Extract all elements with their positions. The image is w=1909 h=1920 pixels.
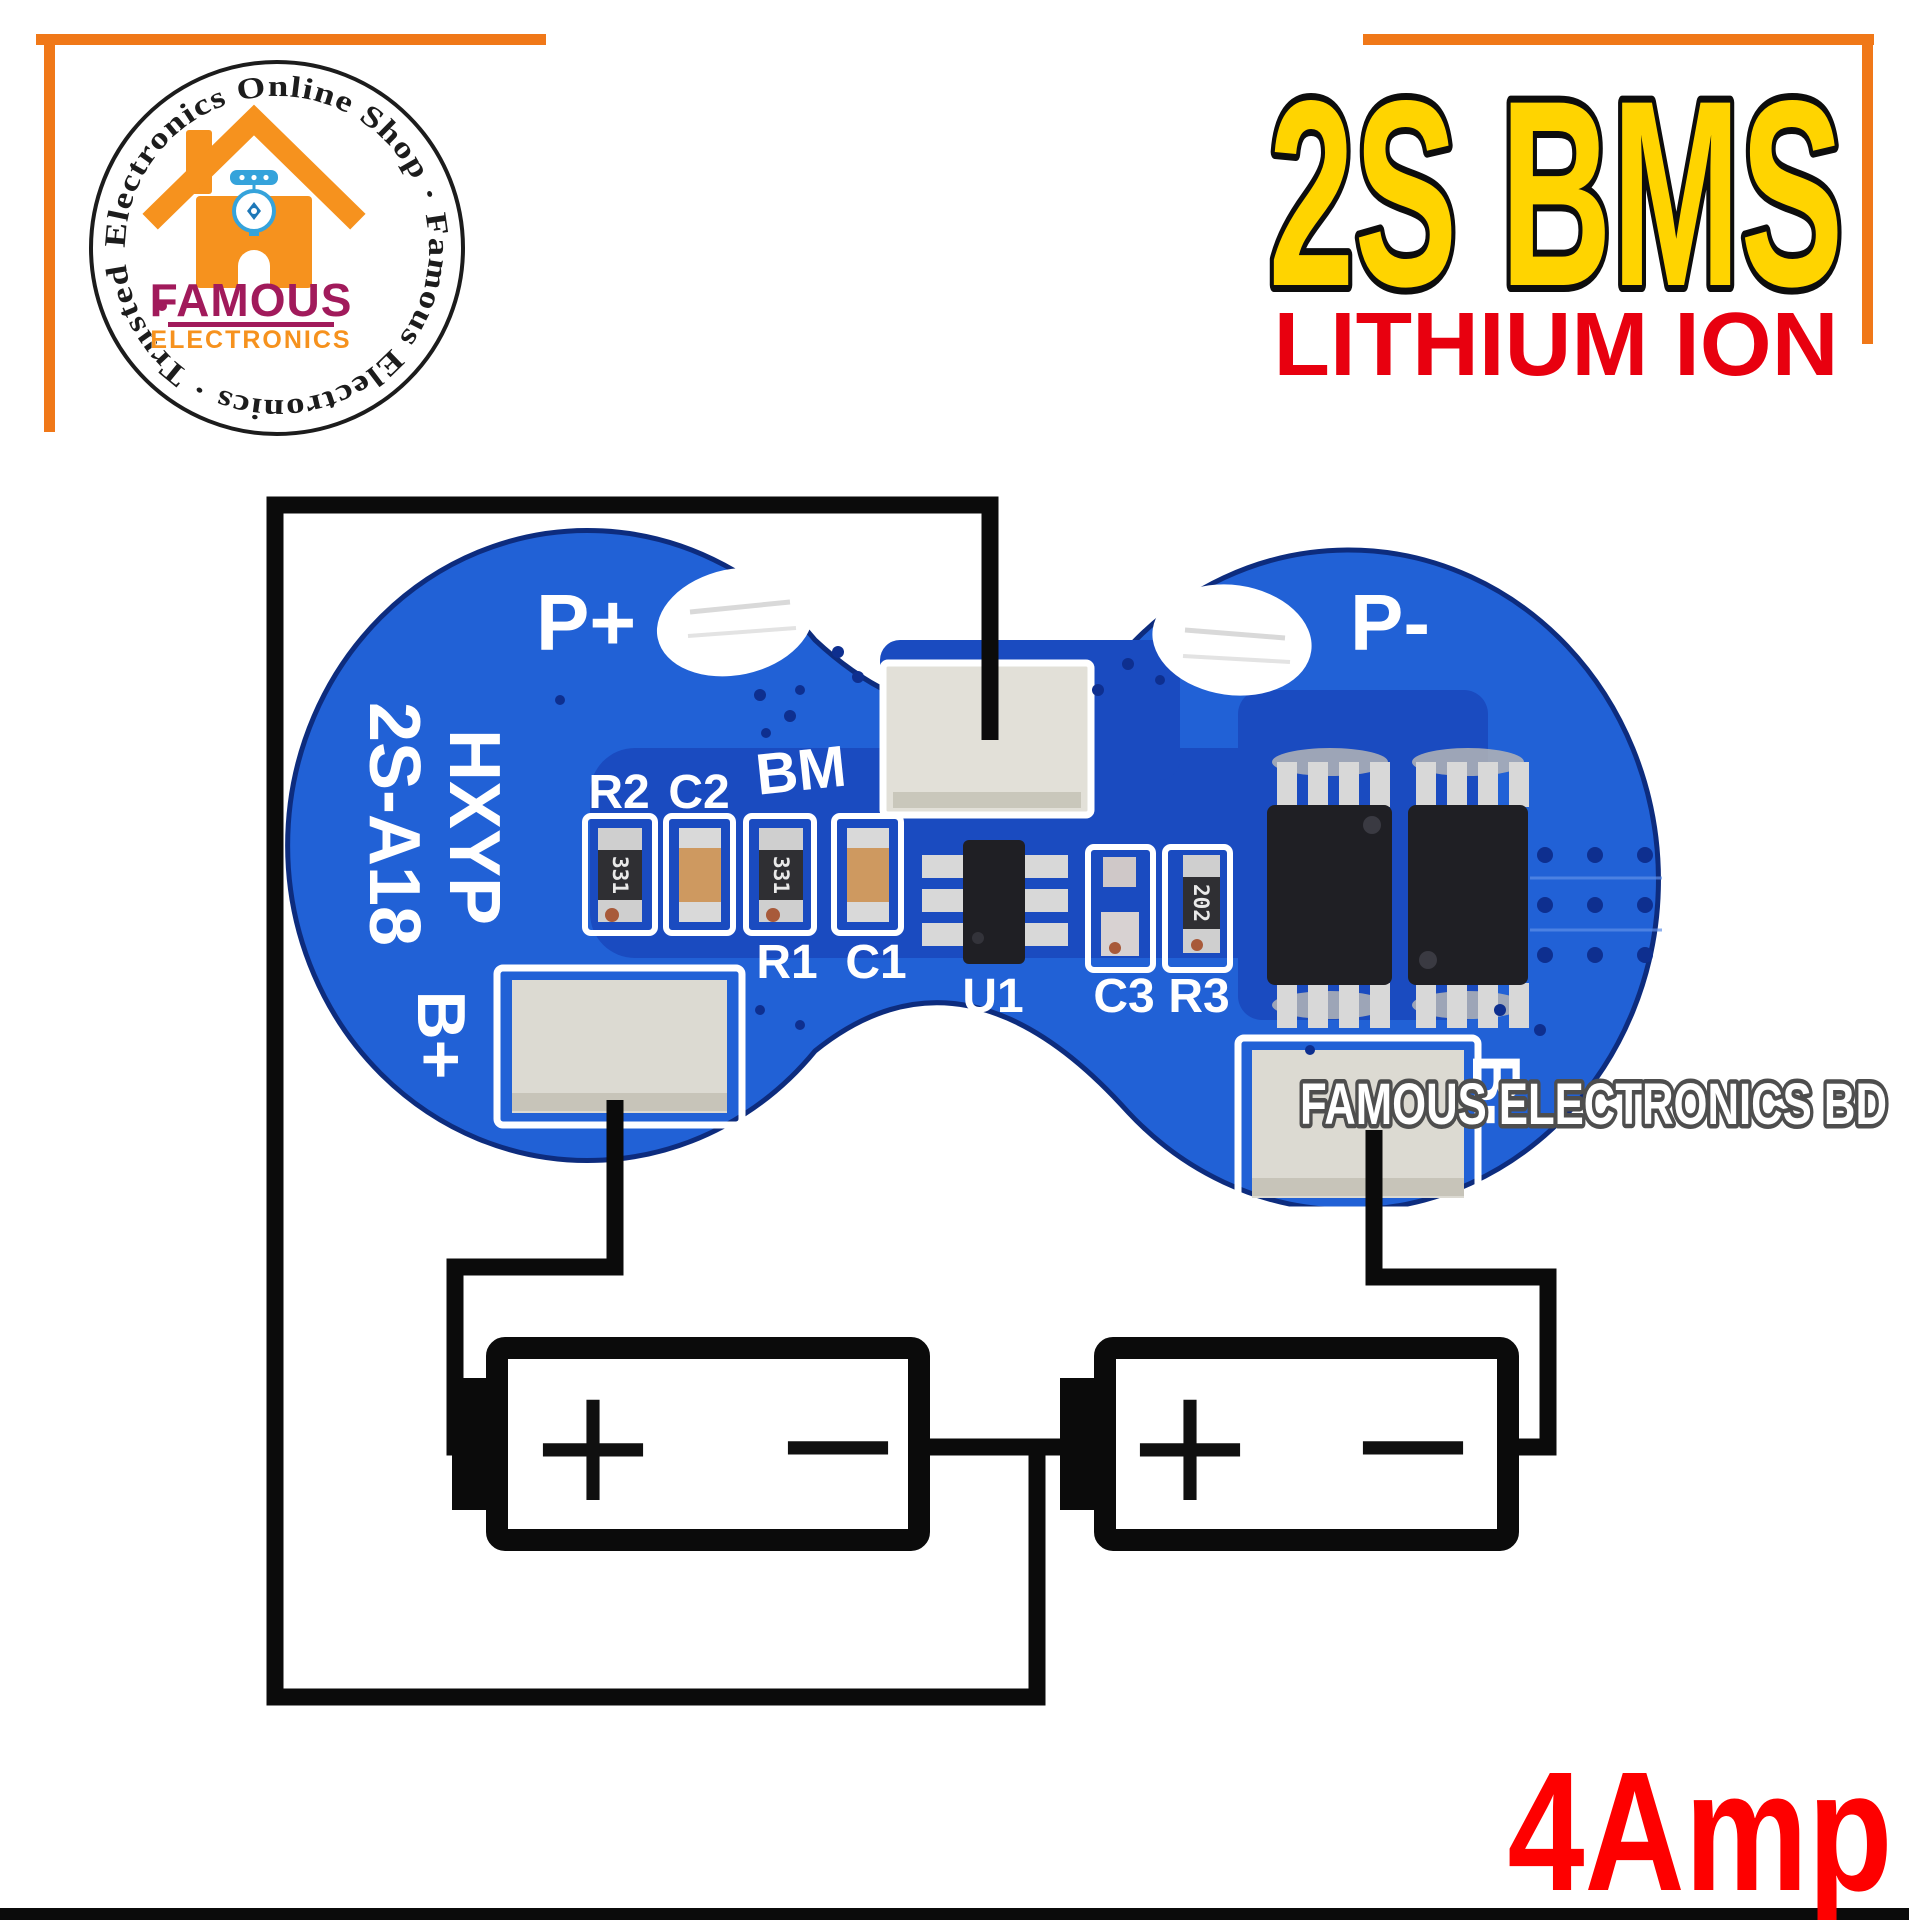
battery2-plus-sign: + <box>1123 1351 1257 1538</box>
solder-oval-left <box>656 567 814 677</box>
via-dots <box>555 646 1653 1055</box>
mosfet-chip-1 <box>1267 748 1392 1028</box>
ref-u1: U1 <box>962 970 1023 1023</box>
solder-oval-right <box>1152 584 1312 696</box>
amp-rating: 4Amp <box>1508 1737 1893 1920</box>
component-r2: 331 <box>582 813 658 936</box>
label-model-line2: 2S-A18 <box>354 702 434 946</box>
battery1-body <box>486 1337 930 1551</box>
bms-board: P+ P- HXYP 2S-A18 B+ B- BM 331 33 <box>285 528 1662 1214</box>
battery1-plus-sign: + <box>526 1351 660 1538</box>
svg-text:331: 331 <box>769 856 793 894</box>
component-r3: 202 <box>1162 844 1233 973</box>
ref-r1: R1 <box>756 936 817 989</box>
label-p-plus: P+ <box>536 578 636 667</box>
page-subtitle: LITHIUM ION <box>1274 295 1839 395</box>
component-r1: 331 <box>743 813 817 936</box>
shop-logo: Electronics Online Shop · Famous Electro… <box>89 60 465 436</box>
logo-brand-sub: ELECTRONICS <box>150 326 351 354</box>
bottom-border <box>0 1908 1909 1920</box>
component-c3 <box>1085 844 1156 973</box>
label-bm: BM <box>753 734 850 808</box>
orange-frame-top-right <box>1363 34 1874 344</box>
component-c1 <box>831 813 904 936</box>
robot-icon <box>230 170 278 236</box>
ref-c2: C2 <box>668 766 729 819</box>
battery1-minus-sign: − <box>771 1349 905 1536</box>
ref-r2: R2 <box>588 766 649 819</box>
logo-dot <box>157 301 167 311</box>
ref-c3: C3 <box>1093 970 1154 1023</box>
svg-text:331: 331 <box>608 856 632 894</box>
label-b-minus: B- <box>1458 1054 1534 1126</box>
wiring <box>266 496 1557 1706</box>
svg-text:202: 202 <box>1189 884 1213 922</box>
battery-cell-1: + − <box>452 1337 930 1551</box>
b-minus-pad <box>1234 1034 1482 1214</box>
component-c2 <box>663 813 736 936</box>
orange-frame-top-left <box>36 34 546 432</box>
header-titles: 2S BMS LITHIUM ION <box>1262 39 1851 395</box>
wire-bm-to-midpoint <box>266 496 1046 1706</box>
watermark: FAMOUS ELECTRONICS BD <box>1300 1072 1887 1137</box>
logo-underline <box>168 322 334 327</box>
ref-r3: R3 <box>1168 970 1229 1023</box>
logo-brand-name: FAMOUS <box>150 274 353 326</box>
wire-bminus-to-cell2 <box>1365 1130 1557 1456</box>
house-icon <box>142 104 366 288</box>
label-model-line1: HXYP <box>434 729 514 925</box>
battery2-body <box>1094 1337 1519 1551</box>
label-b-plus: B+ <box>403 991 479 1080</box>
component-u1 <box>922 840 1068 964</box>
ref-c1: C1 <box>845 936 906 989</box>
battery-cell-2: + − <box>1060 1337 1519 1551</box>
battery2-minus-sign: − <box>1346 1349 1480 1536</box>
label-p-minus: P- <box>1350 578 1430 667</box>
trace-lines <box>1530 876 1662 932</box>
page-title: 2S BMS <box>1269 46 1844 342</box>
